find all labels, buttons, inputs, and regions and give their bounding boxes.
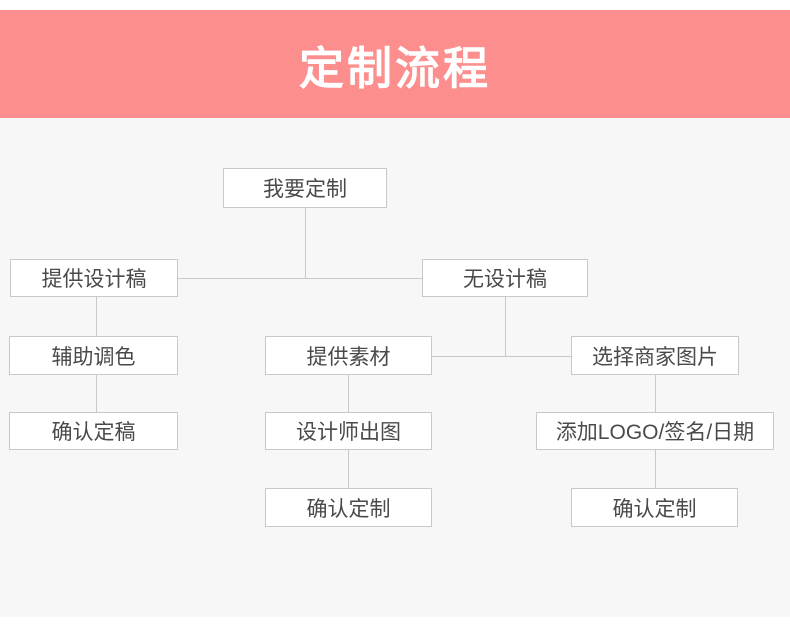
flow-node-add-logo-signature-date: 添加LOGO/签名/日期 [536, 412, 774, 450]
flowchart-canvas: 我要定制 提供设计稿 无设计稿 辅助调色 提供素材 选择商家图片 确认定稿 设计… [0, 118, 790, 617]
connector-start-down [305, 208, 306, 278]
flow-node-confirm-customization-right: 确认定制 [571, 488, 738, 527]
connector-nodesign-down [505, 297, 506, 356]
flow-node-no-design-draft: 无设计稿 [422, 259, 588, 297]
connector-logo-to-confirm [655, 450, 656, 488]
page-title: 定制流程 [298, 42, 491, 94]
flow-node-choose-merchant-image: 选择商家图片 [571, 336, 739, 375]
flow-node-provide-material: 提供素材 [265, 336, 432, 375]
connector-split-material-merchant [432, 356, 571, 357]
flow-node-confirm-final-draft: 确认定稿 [9, 412, 178, 450]
connector-design-to-coloring [96, 297, 97, 336]
connector-designer-to-confirm [348, 450, 349, 488]
connector-material-to-designer [348, 375, 349, 412]
flow-node-designer-output: 设计师出图 [265, 412, 432, 450]
connector-coloring-to-confirm [96, 375, 97, 412]
connector-merchant-to-logo [655, 375, 656, 412]
flow-node-assist-coloring: 辅助调色 [9, 336, 178, 375]
flow-node-confirm-customization-middle: 确认定制 [265, 488, 432, 527]
header-banner: 定制流程 [0, 10, 790, 118]
flow-node-start: 我要定制 [223, 168, 387, 208]
connector-split-design-branches [178, 278, 422, 279]
flow-node-provide-design-draft: 提供设计稿 [10, 259, 178, 297]
